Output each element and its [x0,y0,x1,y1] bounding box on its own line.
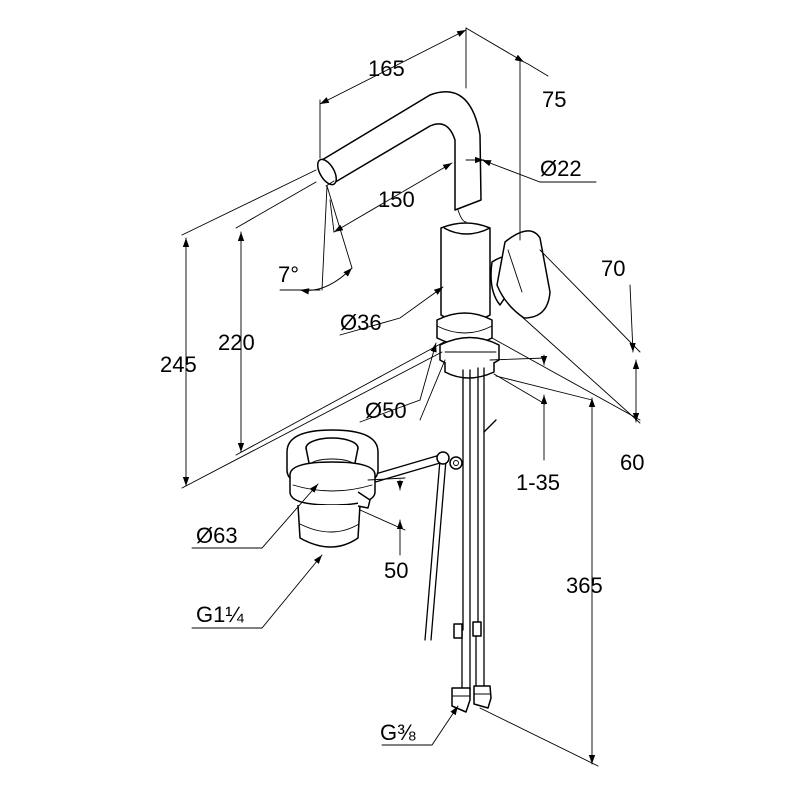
dim-pipe-diameter: Ø22 [540,156,582,181]
faucet-body [316,91,551,713]
dim-75: 75 [542,87,566,112]
dim-deck-thickness: 1-35 [516,470,560,495]
dim-365: 365 [566,573,603,598]
dim-70: 70 [601,256,625,281]
pop-up-drain [286,429,379,548]
dimension-labels: 165 75 Ø22 150 7° 245 220 70 Ø36 Ø50 60 … [160,56,644,745]
dim-angle: 7° [278,262,299,287]
dim-50: 50 [384,558,408,583]
dim-drain-diameter: Ø63 [196,523,238,548]
dim-165: 165 [368,56,405,81]
dim-hose-thread: G⅜ [380,720,416,745]
dim-base-diameter: Ø36 [340,310,382,335]
dim-60: 60 [620,450,644,475]
dim-220: 220 [218,330,255,355]
dim-drain-thread: G1¼ [196,602,244,627]
dimension-lines [181,27,641,767]
dim-150: 150 [378,187,415,212]
dim-245: 245 [160,352,197,377]
dim-plate-diameter: Ø50 [365,398,407,423]
